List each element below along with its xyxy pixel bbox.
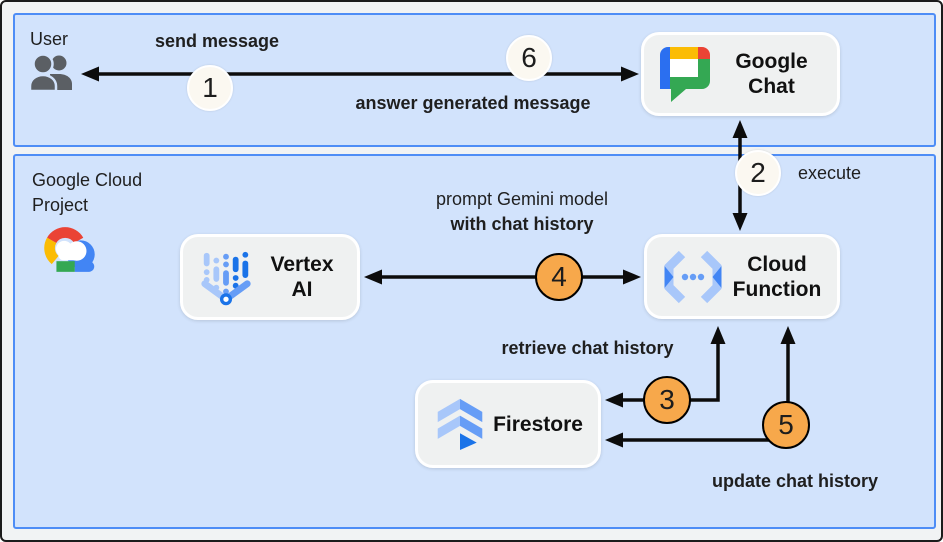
answer-message-label: answer generated message [355,93,591,113]
step-circle-6: 6 [506,35,552,81]
google-chat-node: Google Chat [641,32,840,116]
step-circle-3: 3 [643,376,691,424]
users-icon [26,52,78,92]
update-history-label: update chat history [711,471,879,491]
cloud-function-title: Cloud Function [732,252,822,301]
firestore-node: Firestore [415,380,601,468]
cloud-function-node: Cloud Function [644,234,840,319]
gcp-zone-label-line1: Google Cloud [32,170,143,190]
send-message-label: send message [154,31,280,51]
google-chat-title: Google Chat [735,50,808,98]
vertex-ai-title: Vertex AI [270,253,334,301]
firestore-icon [434,394,486,454]
gcp-zone-label-line2: Project [32,195,89,215]
vertex-ai-node: Vertex AI [180,234,360,320]
vertex-ai-icon [197,246,255,308]
prompt-gemini-label-line2: with chat history [450,214,594,234]
gcp-zone-label: Google Cloud Project [32,168,142,218]
cloud-functions-icon [661,250,725,304]
retrieve-history-label: retrieve chat history [501,338,674,358]
step-circle-4: 4 [535,253,583,301]
execute-label: execute [798,163,862,183]
user-zone-label: User [30,29,69,49]
firestore-title: Firestore [493,412,583,436]
prompt-gemini-label-line1: prompt Gemini model [435,189,609,209]
step-circle-2: 2 [735,150,781,196]
step-circle-5: 5 [762,401,810,449]
google-cloud-icon [38,224,102,278]
prompt-gemini-label: prompt Gemini model with chat history [407,187,637,237]
step-circle-1: 1 [187,65,233,111]
google-chat-icon [656,45,712,103]
